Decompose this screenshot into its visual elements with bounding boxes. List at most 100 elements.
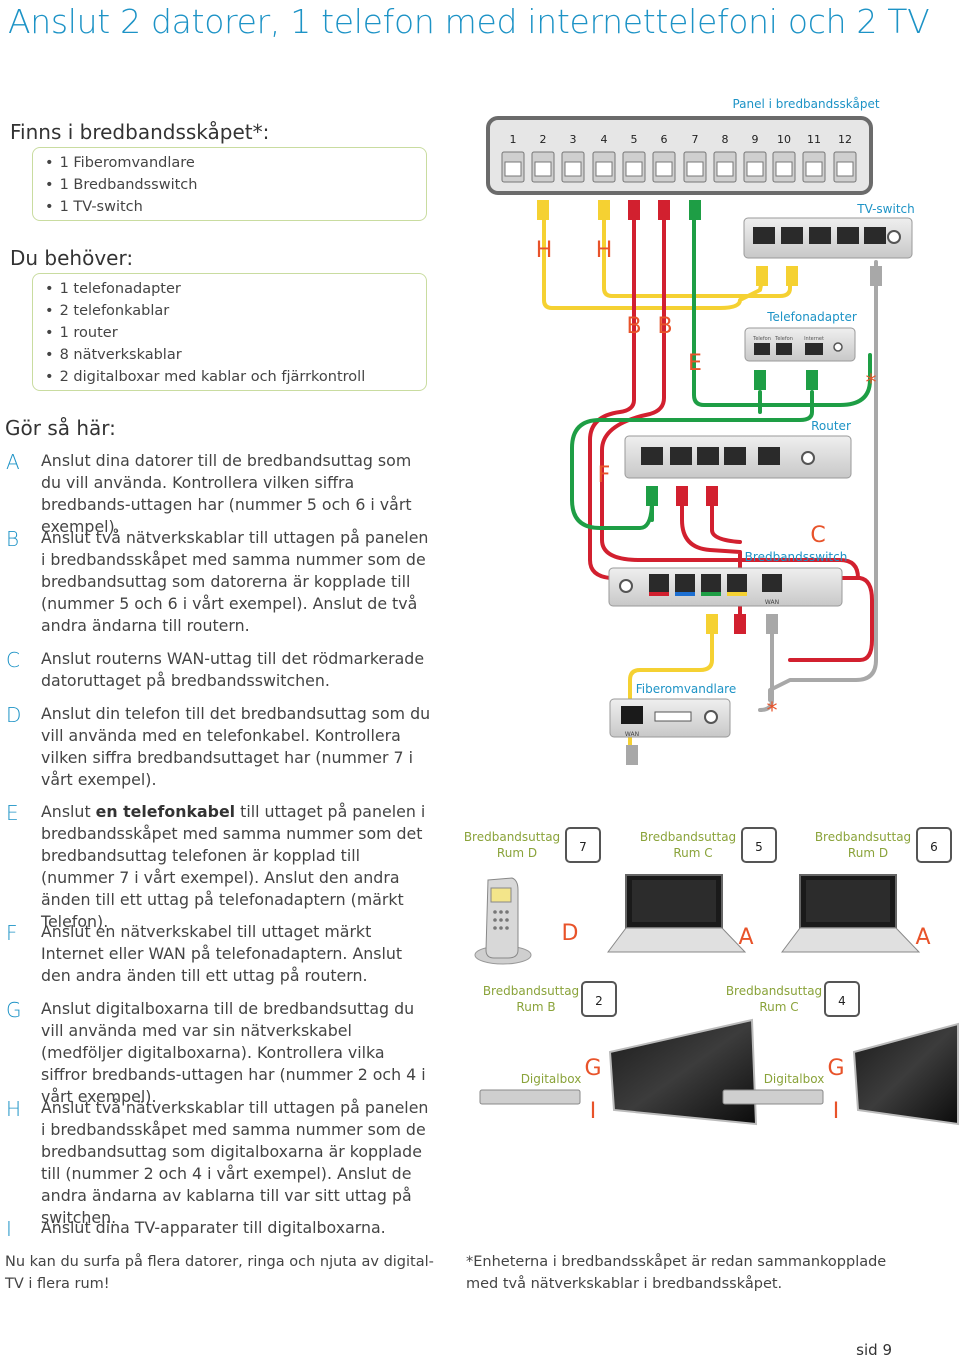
cables (542, 216, 878, 747)
cable-red (588, 216, 874, 662)
router-port (670, 447, 692, 465)
digitalbox (722, 1089, 824, 1105)
adapter-port (805, 343, 823, 355)
marker-a: A (738, 925, 753, 950)
marker-d: D (562, 921, 579, 946)
included-item: 1 Bredbandsswitch (45, 174, 426, 196)
step-letter: A (6, 450, 20, 474)
bredbandsswitch-label: Bredbandsswitch (745, 550, 848, 564)
page-title: Anslut 2 datorer, 1 telefon med internet… (8, 2, 930, 41)
step-text: Anslut två nätverkskablar till uttagen p… (41, 1098, 429, 1227)
outlet-number: 5 (755, 840, 763, 854)
port-color-mark (649, 592, 669, 596)
plug-green (754, 370, 766, 390)
tv-switch-port (809, 227, 831, 244)
panel-port-number: 10 (777, 133, 791, 146)
cable-red (710, 496, 742, 544)
tv-switch-port (864, 227, 886, 244)
panel-plug (689, 200, 701, 220)
outlet-number: 7 (579, 840, 587, 854)
fiberomvandlare (609, 698, 731, 738)
outlet-label: Bredbandsuttag (726, 984, 822, 998)
outlet-plate (741, 827, 777, 863)
panel-port-socket (564, 161, 582, 177)
needed-item: 1 telefonadapter (45, 278, 426, 300)
step-text-after: till uttaget på panelen i bredbandsskåpe… (41, 802, 426, 931)
panel-plug (537, 200, 549, 220)
footnote: *Enheterna i bredbandsskåpet är redan sa… (466, 1254, 887, 1292)
outlet-room: Rum C (673, 846, 712, 860)
included-heading: Finns i bredbandsskåpet*: (10, 120, 270, 144)
panel-port-socket (595, 161, 613, 177)
cable-gray (758, 628, 774, 712)
panel-port-number: 8 (722, 133, 729, 146)
router-port (724, 447, 746, 465)
outlet-rum-c-4: Bredbandsuttag Rum C 4 (726, 981, 860, 1017)
panel-port-number: 3 (570, 133, 577, 146)
outlet-plate (565, 827, 601, 863)
included-item: 1 TV-switch (45, 196, 426, 218)
tv-switch-port (837, 227, 859, 244)
router-label: Router (811, 419, 851, 433)
port-color-mark (727, 592, 747, 596)
marker-f: F (598, 463, 611, 488)
marker-g: G (584, 1056, 601, 1081)
step-text: Anslut dina datorer till de bredbandsutt… (41, 451, 412, 536)
tv-switch-label: TV-switch (856, 202, 914, 216)
plug-yellow (706, 614, 718, 634)
panel-port-number: 6 (661, 133, 668, 146)
switch-port (701, 574, 721, 592)
power-socket-icon (833, 342, 843, 352)
step-text-before: Anslut (41, 802, 96, 821)
router-ports (641, 447, 780, 465)
panel-port-number: 4 (601, 133, 608, 146)
cable-yellow (628, 628, 714, 747)
marker-h: H (536, 238, 553, 263)
tv-switch-ports (753, 227, 886, 244)
port-color-mark (701, 592, 721, 596)
power-socket-icon (704, 710, 718, 724)
outlet-room: Rum D (497, 846, 537, 860)
outlet-room: Rum C (759, 1000, 798, 1014)
panel-label: Panel i bredbandsskåpet (732, 97, 879, 111)
router (624, 435, 852, 479)
panel-port (652, 151, 676, 183)
panel-port-socket (625, 161, 643, 177)
outlet-plate (824, 981, 860, 1017)
step-text-bold: en telefonkabel (95, 802, 236, 821)
outlet-plate (581, 981, 617, 1017)
needed-box: 1 telefonadapter 2 telefonkablar 1 route… (32, 273, 427, 391)
step-letter: C (6, 648, 20, 672)
needed-item: 8 nätverkskablar (45, 344, 426, 366)
closing-text: Nu kan du surfa på flera datorer, ringa … (5, 1254, 434, 1292)
steps-heading: Gör så här: (5, 416, 116, 440)
switch-port (649, 574, 669, 592)
marker-c: C (810, 523, 825, 548)
tv-icon (852, 1022, 959, 1126)
panel-port-socket (775, 161, 793, 177)
fiber-label: Fiberomvandlare (636, 682, 736, 696)
digitalbox-label: Digitalbox (521, 1072, 582, 1086)
plug-yellow (786, 266, 798, 286)
plug-yellow (756, 266, 768, 286)
tv-switch-port (781, 227, 803, 244)
panel-port (802, 151, 826, 183)
step-letter: D (6, 703, 22, 727)
router-port (641, 447, 663, 465)
power-socket-icon (619, 579, 633, 593)
marker-a: A (915, 925, 930, 950)
plug-red (676, 486, 688, 506)
outlet-rum-c-5: Bredbandsuttag Rum C 5 (640, 827, 777, 863)
switch-port (727, 574, 747, 592)
step-letter: H (6, 1097, 22, 1121)
plug-green (646, 486, 658, 506)
step-text: Anslut två nätverkskablar till uttagen p… (41, 528, 429, 635)
panel-port (713, 151, 737, 183)
outlet-label: Bredbandsuttag (640, 830, 736, 844)
cable-yellow (602, 216, 792, 298)
panel-port (772, 151, 796, 183)
marker-h: H (596, 238, 613, 263)
router-port (758, 447, 780, 465)
marker-star: * (767, 699, 778, 724)
